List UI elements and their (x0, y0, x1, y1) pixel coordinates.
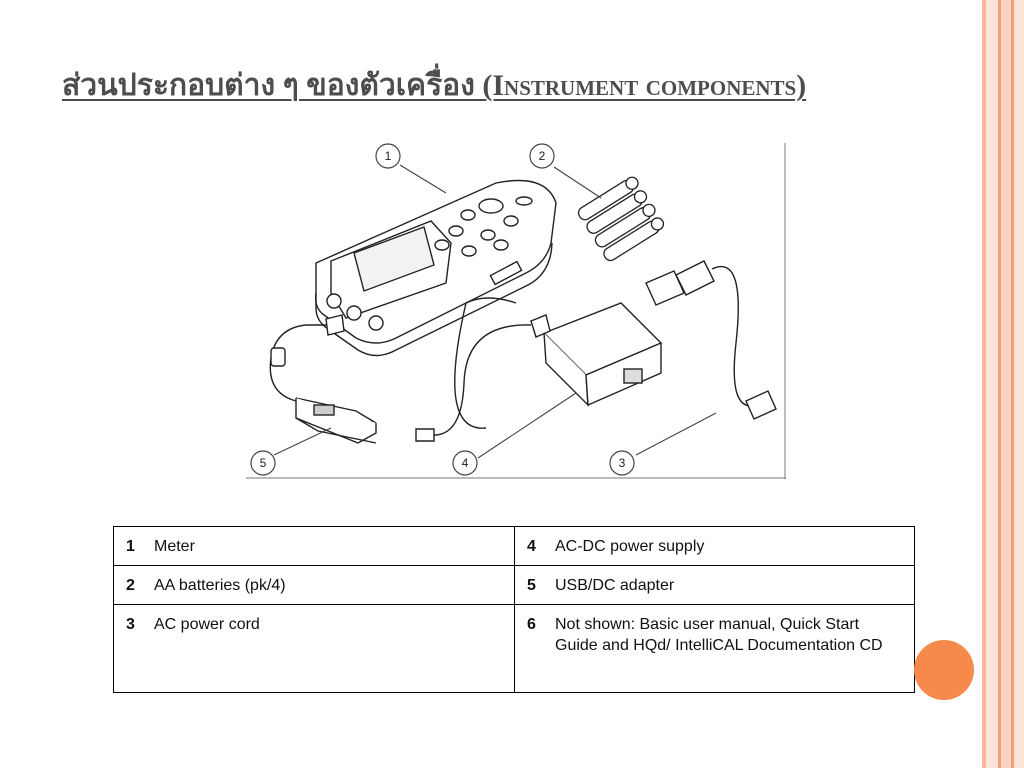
table-cell: 2 AA batteries (pk/4) (113, 565, 515, 605)
item-number: 5 (527, 577, 536, 594)
item-number: 4 (527, 538, 536, 555)
item-label: USB/DC adapter (555, 577, 675, 594)
item-label: Not shown: Basic user manual, Quick Star… (555, 616, 883, 654)
instrument-diagram: 1 2 3 4 5 (246, 143, 786, 479)
power-cord-drawing (454, 260, 777, 429)
components-table: 1 Meter 4 AC-DC power supply 2 AA batteries… (113, 526, 915, 693)
meter-drawing (314, 179, 557, 357)
item-number: 6 (527, 616, 536, 633)
item-label: AC power cord (154, 616, 260, 633)
slide-title-english: (Instrument components) (482, 69, 807, 102)
item-number: 1 (126, 538, 135, 555)
table-row: 2 AA batteries (pk/4) 5 USB/DC adapter (113, 565, 915, 605)
decorative-stripes (982, 0, 1024, 768)
table-row: 3 AC power cord 6 Not shown: Basic user ma… (113, 604, 915, 693)
table-row: 1 Meter 4 AC-DC power supply (113, 526, 915, 566)
slide-title: ส่วนประกอบต่าง ๆ ของตัวเครื่อง (Instrume… (62, 62, 806, 109)
callout-1: 1 (375, 143, 401, 169)
item-number: 3 (126, 616, 135, 633)
svg-text:4: 4 (462, 456, 469, 470)
power-supply-drawing (415, 302, 663, 442)
callout-4: 4 (452, 450, 478, 476)
item-number: 2 (126, 577, 135, 594)
table-cell: 3 AC power cord (113, 604, 515, 693)
svg-text:1: 1 (385, 149, 392, 163)
slide-title-thai: ส่วนประกอบต่าง ๆ ของตัวเครื่อง (62, 69, 483, 102)
decorative-circle (914, 640, 974, 700)
table-cell: 5 USB/DC adapter (514, 565, 915, 605)
callout-5: 5 (250, 450, 276, 476)
table-cell: 4 AC-DC power supply (514, 526, 915, 566)
usb-adapter-drawing (269, 314, 377, 444)
table-cell: 1 Meter (113, 526, 515, 566)
svg-text:3: 3 (619, 456, 626, 470)
svg-text:5: 5 (260, 456, 267, 470)
batteries-drawing (577, 176, 665, 262)
callout-2: 2 (529, 143, 555, 169)
item-label: AA batteries (pk/4) (154, 577, 286, 594)
item-label: AC-DC power supply (555, 538, 705, 555)
callout-3: 3 (609, 450, 635, 476)
svg-text:2: 2 (539, 149, 546, 163)
table-cell: 6 Not shown: Basic user manual, Quick Sta… (514, 604, 915, 693)
item-label: Meter (154, 538, 195, 555)
